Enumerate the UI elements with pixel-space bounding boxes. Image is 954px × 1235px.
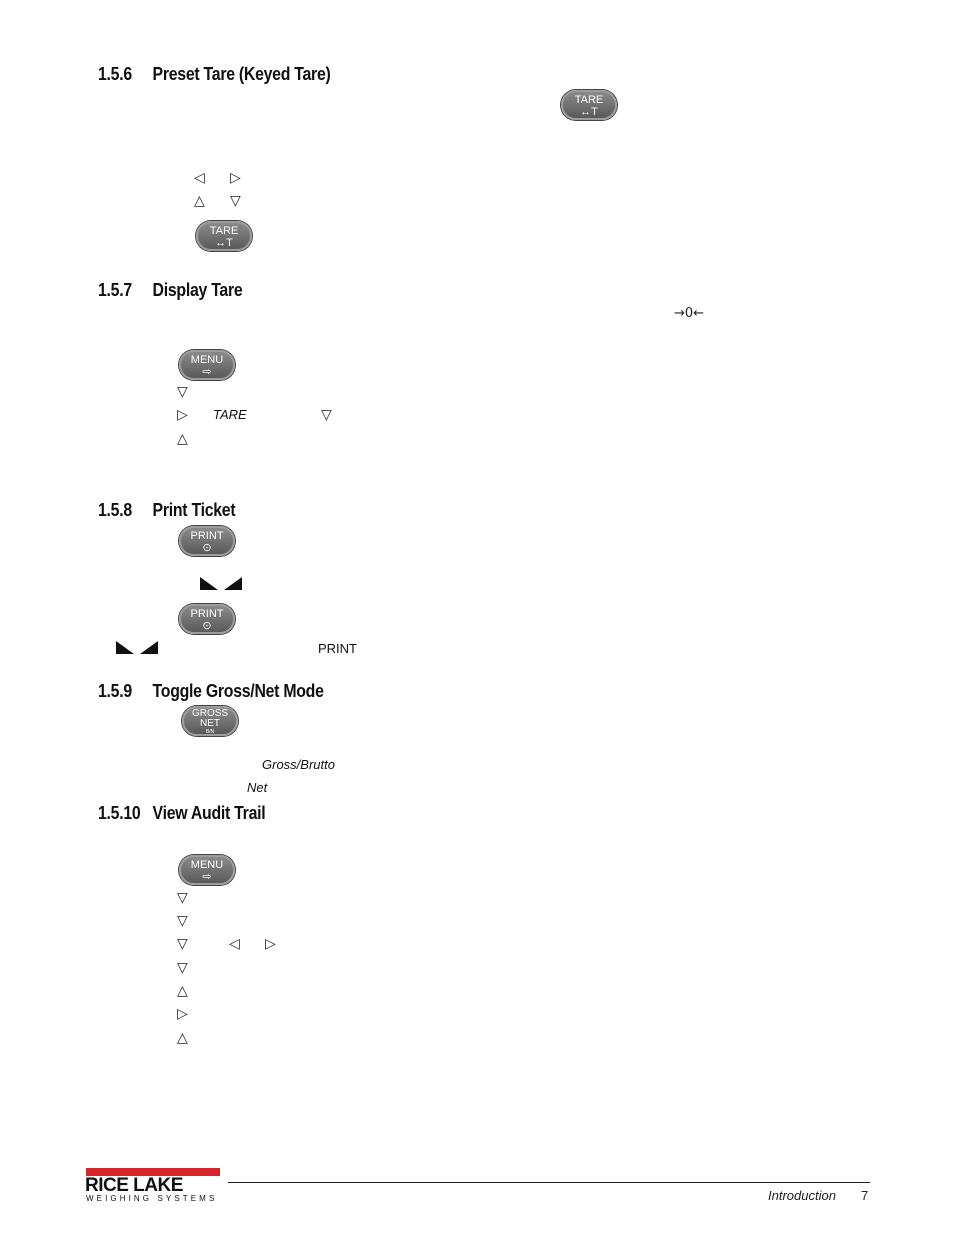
section-title: Print Ticket [152,500,236,520]
menu-key: MENU ⇨ [179,350,235,380]
tare-key-label: TARE [574,94,604,106]
section-title: View Audit Trail [152,803,266,823]
section-heading-1-5-9: 1.5.9 Toggle Gross/Net Mode [98,681,324,702]
up-arrow-icon: △ [177,983,188,999]
section-title: Toggle Gross/Net Mode [152,681,324,701]
print-key-label: PRINT [190,608,224,620]
menu-key-label: MENU [190,354,224,366]
company-logo: RICE LAKE [85,1175,183,1196]
section-title: Preset Tare (Keyed Tare) [152,64,331,84]
menu-key: MENU ⇨ [179,855,235,885]
down-arrow-icon: ▽ [177,913,188,929]
annunciator-icon [116,641,158,654]
footer-divider [228,1182,870,1183]
section-number: 1.5.7 [98,280,132,300]
section-heading-1-5-10: 1.5.10 View Audit Trail [98,803,266,824]
up-arrow-icon: △ [177,431,188,447]
company-logo-subtitle: WEIGHING SYSTEMS [86,1194,218,1203]
print-key: PRINT ⊙ [179,526,235,556]
menu-exit-icon: ⇨ [202,366,212,378]
section-heading-1-5-6: 1.5.6 Preset Tare (Keyed Tare) [98,64,331,85]
section-heading-1-5-7: 1.5.7 Display Tare [98,280,243,301]
tare-italic-text: TARE [213,407,247,422]
section-heading-1-5-8: 1.5.8 Print Ticket [98,500,236,521]
print-key: PRINT ⊙ [179,604,235,634]
section-number: 1.5.10 [98,803,141,823]
gross-net-key: GROSS NET B/N [182,706,238,736]
section-title: Display Tare [152,280,243,300]
print-icon: ⊙ [202,542,212,554]
tare-key-label: TARE [209,225,239,237]
gross-net-key-label-2: NET [200,718,220,729]
menu-exit-icon: ⇨ [202,871,212,883]
center-of-zero-icon: →0← [674,306,705,321]
down-arrow-icon: ▽ [177,936,188,952]
down-arrow-icon: ▽ [177,384,188,400]
up-arrow-icon: △ [194,193,205,209]
section-number: 1.5.8 [98,500,132,520]
tare-key: TARE ↔T [196,221,252,251]
menu-key-label: MENU [190,859,224,871]
down-arrow-icon: ▽ [177,960,188,976]
right-arrow-icon: ▷ [265,936,276,952]
tare-icon: ↔T [580,106,598,118]
footer-section-name: Introduction [768,1188,836,1203]
gross-brutto-text: Gross/Brutto [262,757,335,772]
section-number: 1.5.9 [98,681,132,701]
page-number: 7 [861,1188,869,1203]
down-arrow-icon: ▽ [230,193,241,209]
right-arrow-icon: ▷ [177,1006,188,1022]
section-number: 1.5.6 [98,64,132,84]
tare-key: TARE ↔T [561,90,617,120]
logo-red-bar [86,1168,220,1176]
net-text: Net [247,780,268,795]
right-arrow-icon: ▷ [177,407,188,423]
left-arrow-icon: ◁ [229,936,240,952]
tare-icon: ↔T [215,237,233,249]
down-arrow-icon: ▽ [321,407,332,423]
print-icon: ⊙ [202,620,212,632]
print-key-label: PRINT [190,530,224,542]
print-word: PRINT [318,641,357,656]
up-arrow-icon: △ [177,1030,188,1046]
annunciator-icon [200,577,242,590]
gross-net-key-label: GROSS [191,708,229,719]
left-arrow-icon: ◁ [194,170,205,186]
down-arrow-icon: ▽ [177,890,188,906]
gross-net-icon: B/N [205,729,215,735]
right-arrow-icon: ▷ [230,170,241,186]
